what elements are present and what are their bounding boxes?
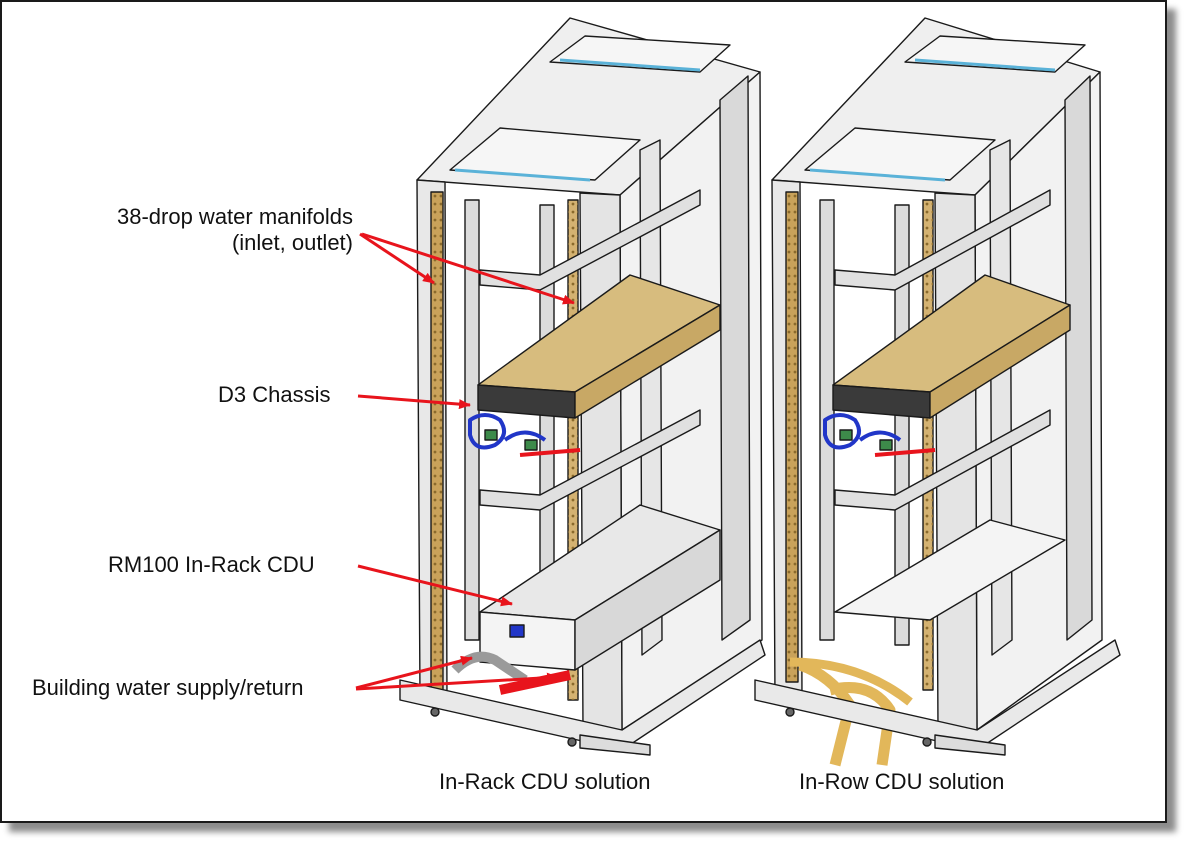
right-rack-base (754, 639, 1121, 751)
right-rack (754, 17, 1121, 767)
label-manifolds: 38-drop water manifolds (inlet, outlet) (117, 204, 353, 256)
arrow-chassis (357, 394, 471, 410)
arrow-cdu (357, 564, 513, 607)
left-rack (399, 17, 766, 756)
label-manifolds-line1: 38-drop water manifolds (116, 204, 353, 229)
arrow-manifold-left (359, 232, 435, 285)
arrow-manifold-right (361, 232, 575, 305)
caption-in-rack: In-Rack CDU solution (439, 769, 651, 794)
caption-in-row: In-Row CDU solution (799, 769, 1005, 794)
label-building-water: Building water supply/return (32, 675, 304, 700)
label-manifolds-line2: (inlet, outlet) (231, 230, 353, 255)
arrow-water-supply (355, 655, 473, 690)
arrow-water-return (355, 672, 559, 691)
left-rack-base (399, 639, 766, 751)
label-chassis: D3 Chassis (218, 382, 331, 407)
label-cdu: RM100 In-Rack CDU (108, 552, 315, 577)
